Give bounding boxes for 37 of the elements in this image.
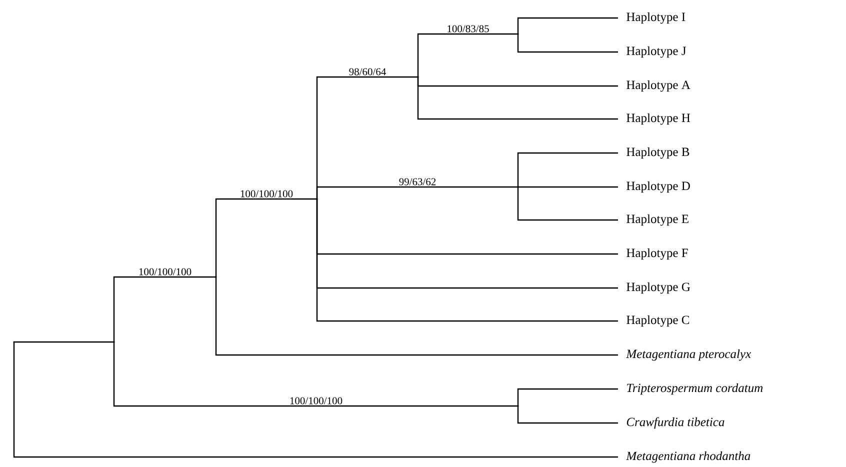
support-value: 100/100/100 (139, 268, 192, 276)
tree-branch (518, 186, 618, 188)
tree-branch (517, 388, 618, 406)
tree-branch (14, 341, 114, 343)
support-value: 100/83/85 (448, 25, 489, 32)
leaf-label: Metagentiana rhodantha (626, 451, 750, 463)
support-value: 98/60/64 (349, 68, 386, 76)
tree-branch (517, 17, 618, 34)
support-value: 99/63/62 (399, 178, 436, 186)
tree-branch (517, 187, 618, 221)
tree-branch (316, 186, 518, 199)
tree-branch (215, 277, 618, 356)
tree-branch (13, 342, 618, 458)
tree-branch (517, 152, 618, 187)
tree-branch (417, 33, 518, 77)
leaf-label: Haplotype J (626, 46, 686, 58)
leaf-label: Haplotype H (626, 113, 690, 125)
support-value: 100/100/100 (240, 190, 293, 198)
tree-branch (517, 406, 618, 424)
leaf-label: Crawfurdia tibetica (626, 417, 724, 429)
leaf-label: Haplotype B (626, 147, 690, 159)
leaf-label: Haplotype A (626, 80, 690, 92)
support-value: 100/100/100 (290, 397, 342, 404)
leaf-label: Haplotype I (626, 12, 686, 24)
leaf-label: Tripterospermum cordatum (627, 383, 763, 395)
leaf-label: Haplotype E (626, 214, 688, 226)
tree-branch (215, 198, 317, 277)
leaf-label: Haplotype D (626, 181, 690, 193)
leaf-label: Haplotype C (626, 315, 690, 327)
leaf-label: Haplotype G (626, 282, 690, 294)
tree-branch (113, 342, 518, 407)
tree-branch (417, 77, 618, 120)
leaf-label: Haplotype F (626, 248, 688, 260)
tree-branch (316, 199, 618, 322)
tree-branch (517, 34, 618, 53)
leaf-label: Metagentiana pterocalyx (626, 349, 751, 361)
tree-branch (113, 276, 216, 342)
